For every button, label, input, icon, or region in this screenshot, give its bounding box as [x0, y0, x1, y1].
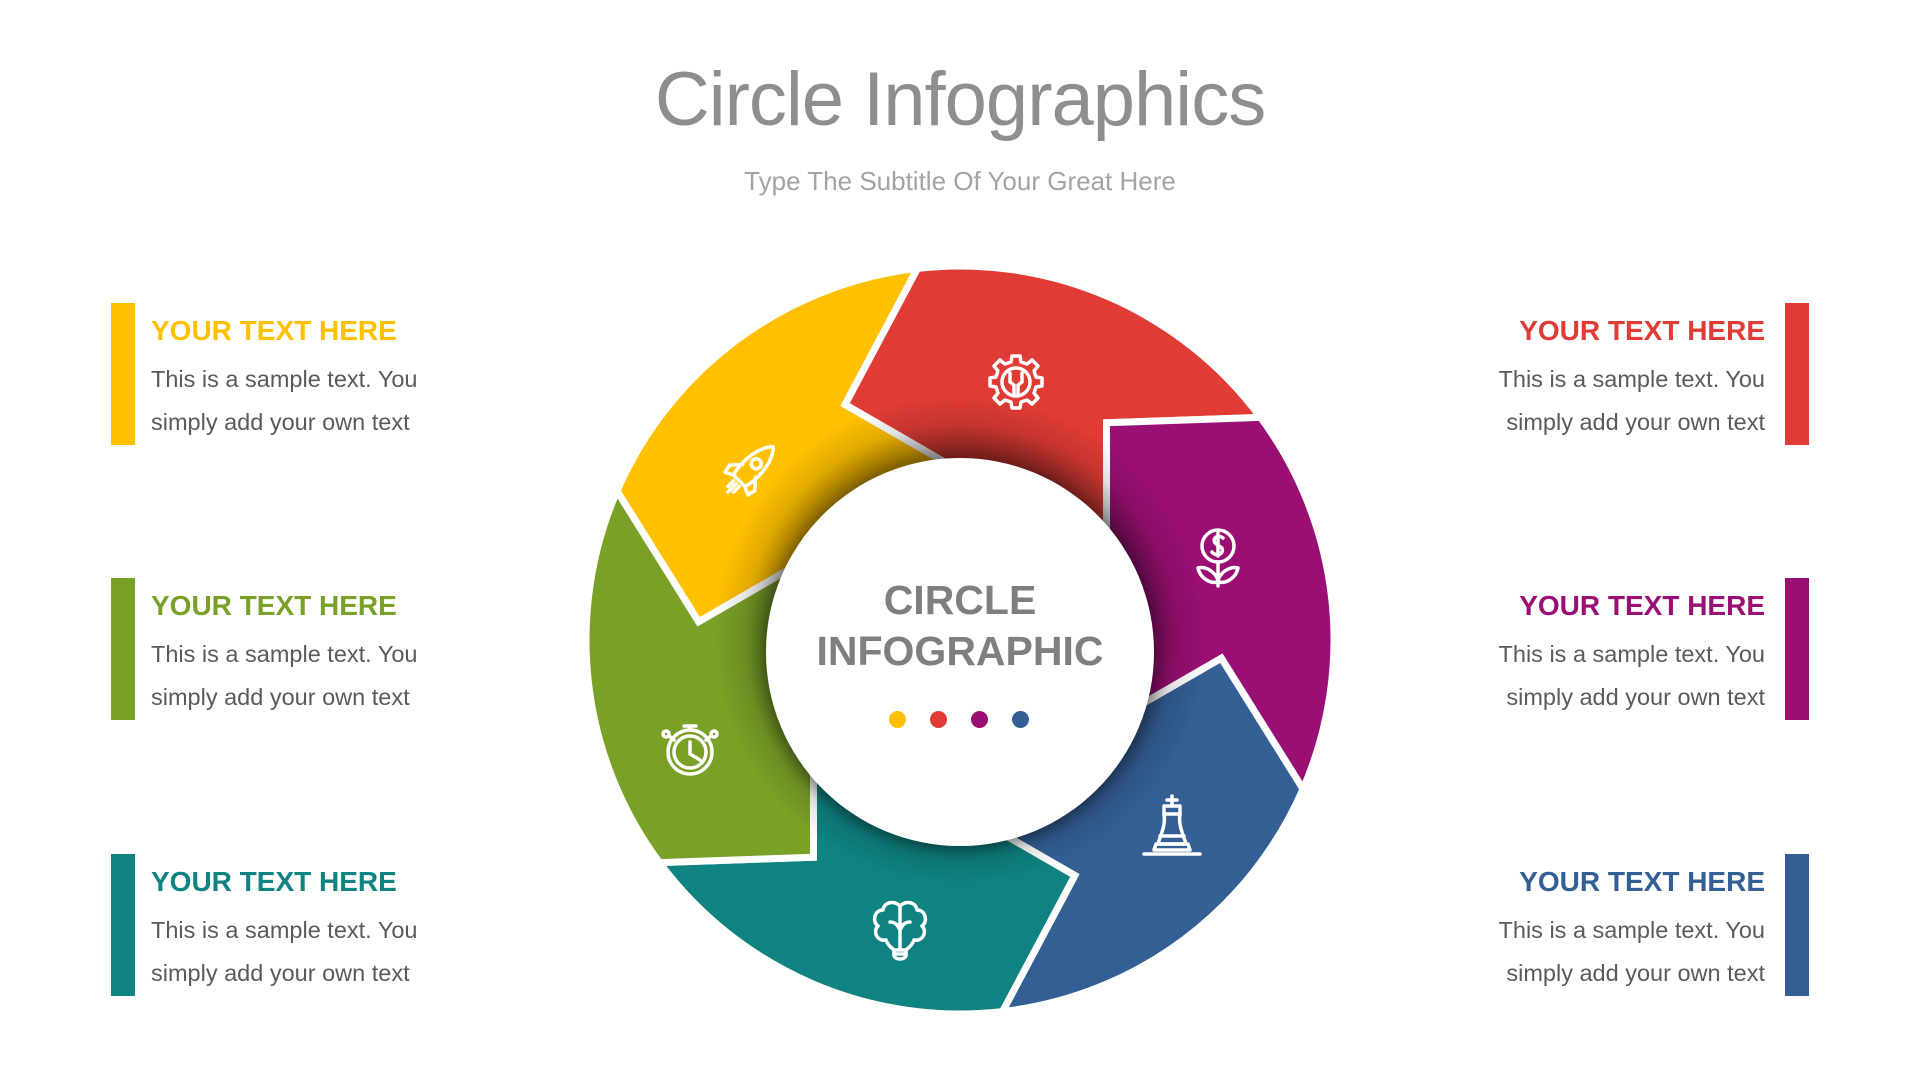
- dot-purple: [971, 711, 988, 728]
- rocket-icon: [723, 445, 775, 497]
- block-body: This is a sample text. You simply add yo…: [1499, 633, 1765, 719]
- stopwatch-icon: [661, 724, 719, 776]
- accent-bar: [1785, 303, 1809, 445]
- accent-bar: [111, 854, 135, 996]
- money-plant-icon: [1196, 528, 1240, 588]
- page-title: Circle Infographics: [654, 57, 1266, 142]
- color-dots: [880, 710, 1040, 730]
- center-circle: [766, 458, 1154, 846]
- block-body: This is a sample text. You simply add yo…: [1499, 358, 1765, 444]
- page-subtitle: Type The Subtitle Of Your Great Here: [744, 166, 1176, 196]
- accent-bar: [111, 578, 135, 720]
- block-heading: YOUR TEXT HERE: [151, 315, 397, 346]
- block-body: This is a sample text. You simply add yo…: [151, 909, 417, 995]
- accent-bar: [1785, 578, 1809, 720]
- block-body-line: simply add your own text: [151, 960, 410, 986]
- block-body-line: simply add your own text: [151, 684, 410, 710]
- accent-bar: [1785, 854, 1809, 996]
- dot-yellow: [889, 711, 906, 728]
- block-heading: YOUR TEXT HERE: [151, 866, 397, 897]
- dot-red: [930, 711, 947, 728]
- brain-bulb-icon: [872, 900, 928, 961]
- block-heading: YOUR TEXT HERE: [1519, 590, 1765, 621]
- block-body-line: simply add your own text: [151, 409, 410, 435]
- block-body-line: This is a sample text. You: [1498, 366, 1765, 392]
- center-label-line1: CIRCLE: [883, 577, 1037, 623]
- block-body: This is a sample text. You simply add yo…: [1499, 909, 1765, 995]
- text-block-left-3: YOUR TEXT HERE This is a sample text. Yo…: [111, 854, 491, 996]
- block-body: This is a sample text. You simply add yo…: [151, 633, 417, 719]
- text-block-right-1: YOUR TEXT HERE This is a sample text. Yo…: [1429, 303, 1809, 445]
- center-label: CIRCLE INFOGRAPHIC: [760, 575, 1160, 677]
- block-body-line: This is a sample text. You: [151, 641, 418, 667]
- text-block-left-1: YOUR TEXT HERE This is a sample text. Yo…: [111, 303, 491, 445]
- block-heading: YOUR TEXT HERE: [1519, 315, 1765, 346]
- dot-blue: [1012, 711, 1029, 728]
- block-body-line: simply add your own text: [1506, 684, 1765, 710]
- text-block-right-3: YOUR TEXT HERE This is a sample text. Yo…: [1429, 854, 1809, 996]
- block-body-line: This is a sample text. You: [151, 917, 418, 943]
- center-label-line2: INFOGRAPHIC: [816, 628, 1104, 674]
- text-block-right-2: YOUR TEXT HERE This is a sample text. Yo…: [1429, 578, 1809, 720]
- block-body-line: simply add your own text: [1506, 409, 1765, 435]
- block-body-line: This is a sample text. You: [1498, 641, 1765, 667]
- accent-bar: [111, 303, 135, 445]
- block-body: This is a sample text. You simply add yo…: [151, 358, 417, 444]
- text-block-left-2: YOUR TEXT HERE This is a sample text. Yo…: [111, 578, 491, 720]
- block-heading: YOUR TEXT HERE: [1519, 866, 1765, 897]
- block-body-line: simply add your own text: [1506, 960, 1765, 986]
- block-body-line: This is a sample text. You: [1498, 917, 1765, 943]
- gear-wrench-icon: [988, 354, 1044, 410]
- block-heading: YOUR TEXT HERE: [151, 590, 397, 621]
- block-body-line: This is a sample text. You: [151, 366, 418, 392]
- chess-king-icon: [1142, 794, 1202, 856]
